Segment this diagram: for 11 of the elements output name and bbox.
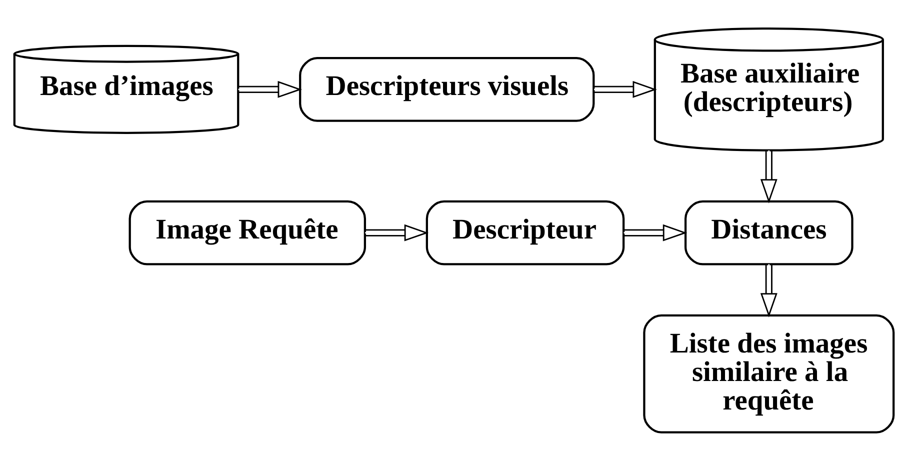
node-box: Descripteur: [426, 200, 625, 265]
node-box: Descripteurs visuels: [299, 56, 595, 122]
arrow: [594, 80, 657, 98]
arrow: [238, 80, 302, 98]
node-box: Distances: [684, 200, 854, 265]
node-box: Image Requête: [128, 200, 366, 265]
arrow: [624, 224, 688, 241]
arrow: [760, 264, 778, 317]
node-box: Liste des images similaire à la requête: [643, 314, 895, 433]
arrow: [365, 224, 429, 241]
arrow: [760, 150, 778, 203]
